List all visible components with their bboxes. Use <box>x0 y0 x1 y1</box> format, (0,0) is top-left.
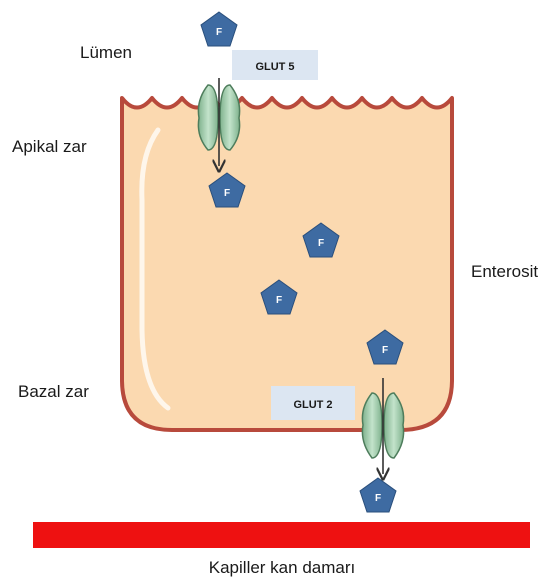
enterocyte-cell <box>122 98 452 430</box>
glut2-label: GLUT 2 <box>293 399 332 411</box>
enterocyte-label: Enterosit <box>471 262 538 281</box>
glut5-label: GLUT 5 <box>255 61 294 73</box>
basal-membrane-label: Bazal zar <box>18 382 89 401</box>
fructose-molecule-blood: F <box>360 478 396 512</box>
fructose-molecule-lumen: F <box>201 12 237 46</box>
molecule-letter: F <box>216 27 222 38</box>
lumen-label: Lümen <box>80 43 132 62</box>
molecule-letter: F <box>276 295 282 306</box>
apical-membrane-label: Apikal zar <box>12 137 87 156</box>
molecule-letter: F <box>224 188 230 199</box>
molecule-letter: F <box>382 345 388 356</box>
capillary-bar <box>33 522 530 548</box>
capillary-label: Kapiller kan damarı <box>209 558 355 577</box>
molecule-letter: F <box>318 238 324 249</box>
molecule-letter: F <box>375 493 381 504</box>
